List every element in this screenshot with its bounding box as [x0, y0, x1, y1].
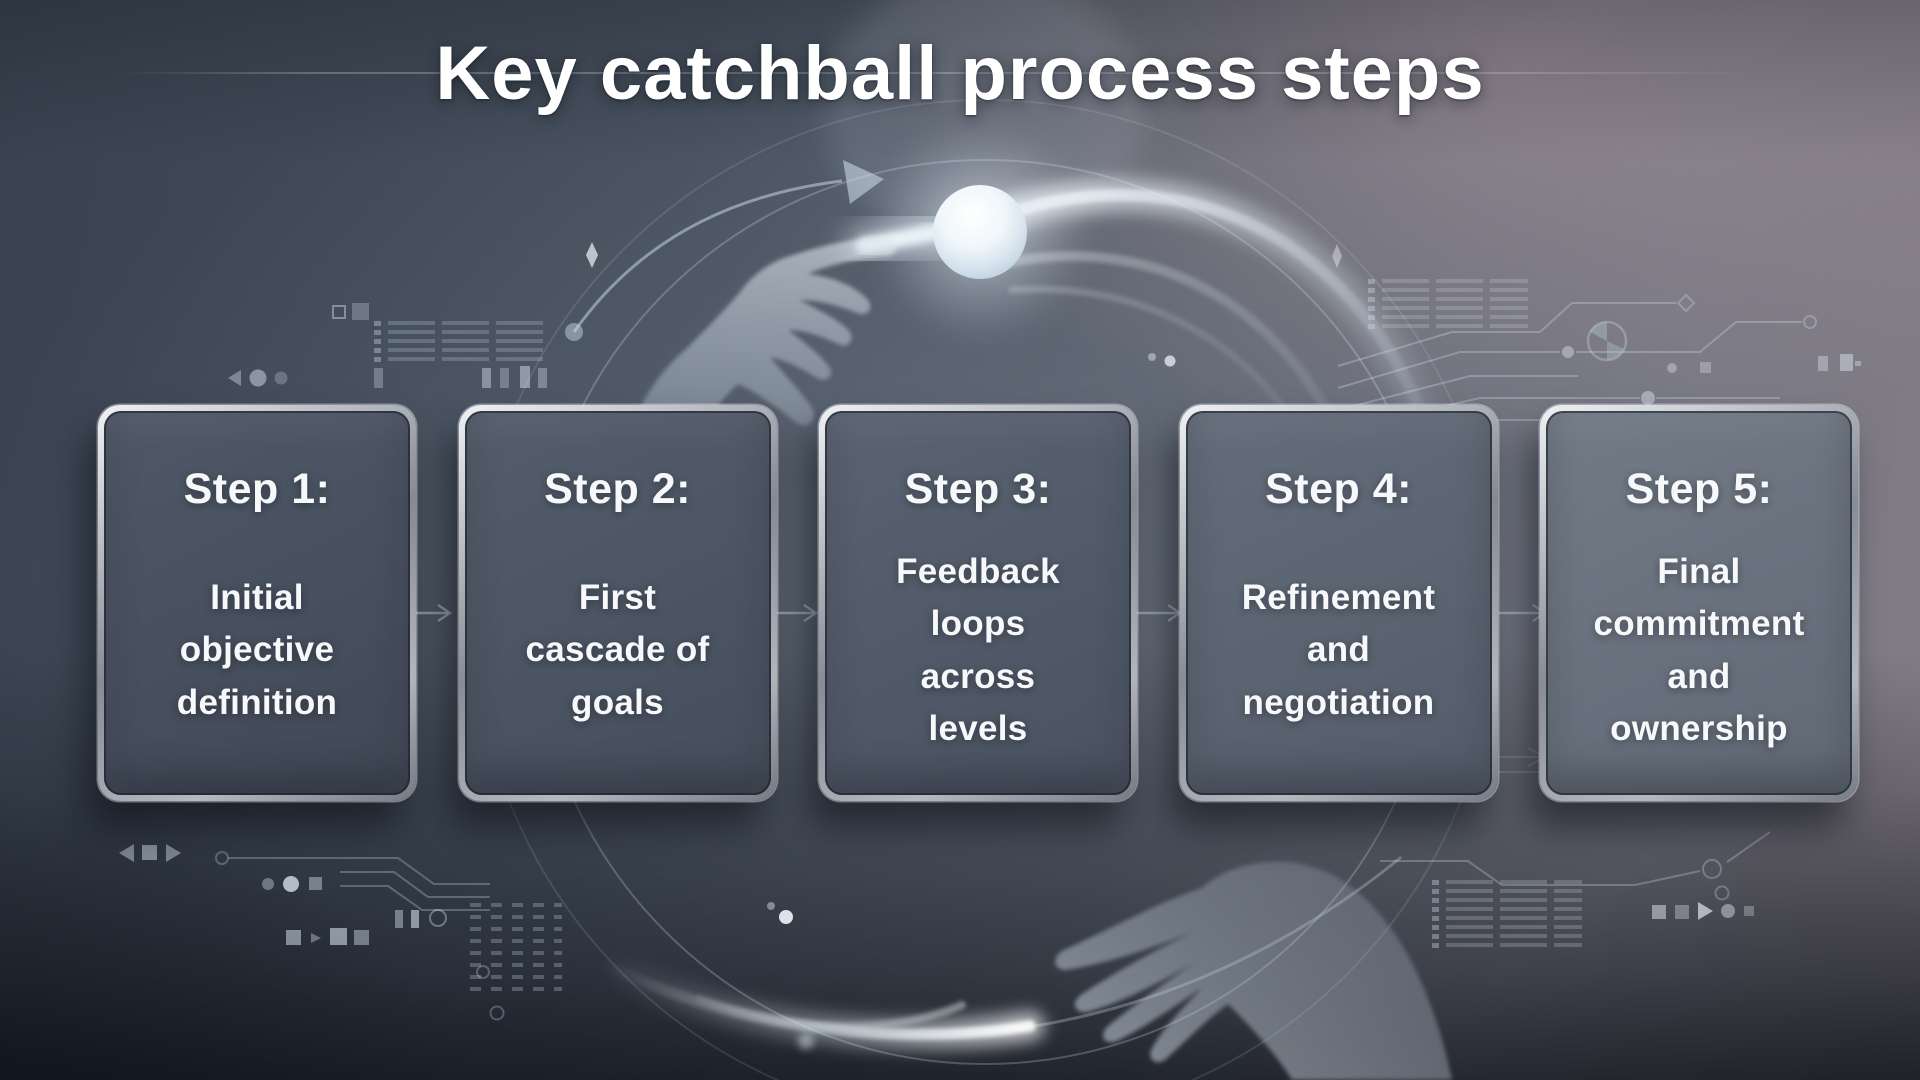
bar-icon — [500, 368, 509, 388]
bar-icon — [395, 910, 403, 928]
circuit-trace-icon — [215, 851, 505, 1021]
square-icon — [286, 930, 301, 945]
step-card-5: Step 5: Final commitment and ownership — [1540, 405, 1858, 810]
step-card-4: Step 4: Refinement and negotiation — [1179, 405, 1498, 810]
step-card-3: Step 3: Feedback loops across levels — [819, 405, 1137, 810]
code-lines-decoration — [1432, 880, 1582, 948]
square-icon — [1652, 905, 1666, 919]
square-icon — [1675, 905, 1689, 919]
sparkle-diamond-icon — [586, 242, 1342, 268]
step-card-face: Step 3: Feedback loops across levels — [825, 411, 1131, 795]
square-icon — [1744, 906, 1754, 916]
circuit-trace-icon — [1380, 831, 1771, 901]
dot-matrix-decoration — [470, 903, 562, 997]
bottom-left-decor-cluster — [119, 844, 505, 1021]
square-outline-icon — [332, 305, 346, 319]
dot-icon — [1721, 904, 1735, 918]
bar-icon — [374, 368, 383, 388]
dot-icon — [274, 371, 288, 385]
step-label: Step 2: — [544, 465, 691, 513]
step-card-face: Step 1: Initial objective definition — [104, 411, 410, 795]
step-label: Step 5: — [1625, 465, 1773, 513]
step-label: Step 1: — [183, 465, 331, 513]
bar-icon — [538, 368, 547, 388]
code-lines-decoration — [374, 321, 546, 362]
step-description: First cascade of goals — [525, 577, 710, 722]
code-lines-decoration — [1368, 279, 1528, 329]
step-card-1: Step 1: Initial objective definition — [98, 405, 416, 810]
glowing-ball-icon — [844, 124, 1088, 340]
dot-icon — [283, 876, 299, 892]
square-icon — [352, 303, 369, 320]
media-back-icon — [228, 370, 241, 386]
media-stop-icon — [142, 845, 157, 860]
step-card-face: Step 2: First cascade of goals — [464, 411, 771, 795]
bar-icon — [520, 366, 530, 388]
page-title: Key catchball process steps — [435, 31, 1485, 116]
step-card-2: Step 2: First cascade of goals — [458, 405, 777, 810]
square-icon — [330, 928, 347, 945]
step-description: Feedback loops across levels — [896, 551, 1060, 749]
square-icon — [354, 930, 369, 945]
step-card-face: Step 5: Final commitment and ownership — [1546, 411, 1852, 795]
catching-hand-icon — [1055, 861, 1452, 1080]
left-decor-cluster — [228, 303, 547, 388]
media-play-icon — [311, 933, 321, 943]
glow-dots — [767, 353, 1176, 1049]
step-label: Step 3: — [904, 465, 1052, 513]
square-icon — [309, 877, 322, 890]
media-play-icon — [1698, 902, 1713, 920]
media-back-icon — [119, 844, 134, 862]
step-label: Step 4: — [1265, 465, 1412, 513]
cycle-arrow-icon — [565, 160, 884, 341]
step-card-face: Step 4: Refinement and negotiation — [1185, 411, 1492, 795]
circle-outline-icon — [429, 909, 447, 927]
media-play-icon — [166, 844, 181, 862]
bar-icon — [411, 910, 419, 928]
step-description: Final commitment and ownership — [1593, 551, 1805, 749]
bottom-right-decor-cluster — [1380, 831, 1771, 920]
step-connector-arrow-icon — [770, 603, 819, 623]
steps-row: Step 1: Initial objective definition Ste… — [98, 405, 1858, 810]
step-description: Refinement and negotiation — [1241, 577, 1436, 722]
dot-icon — [249, 369, 267, 387]
step-description: Initial objective definition — [176, 577, 338, 722]
dot-icon — [262, 878, 274, 890]
bar-icon — [482, 368, 491, 388]
